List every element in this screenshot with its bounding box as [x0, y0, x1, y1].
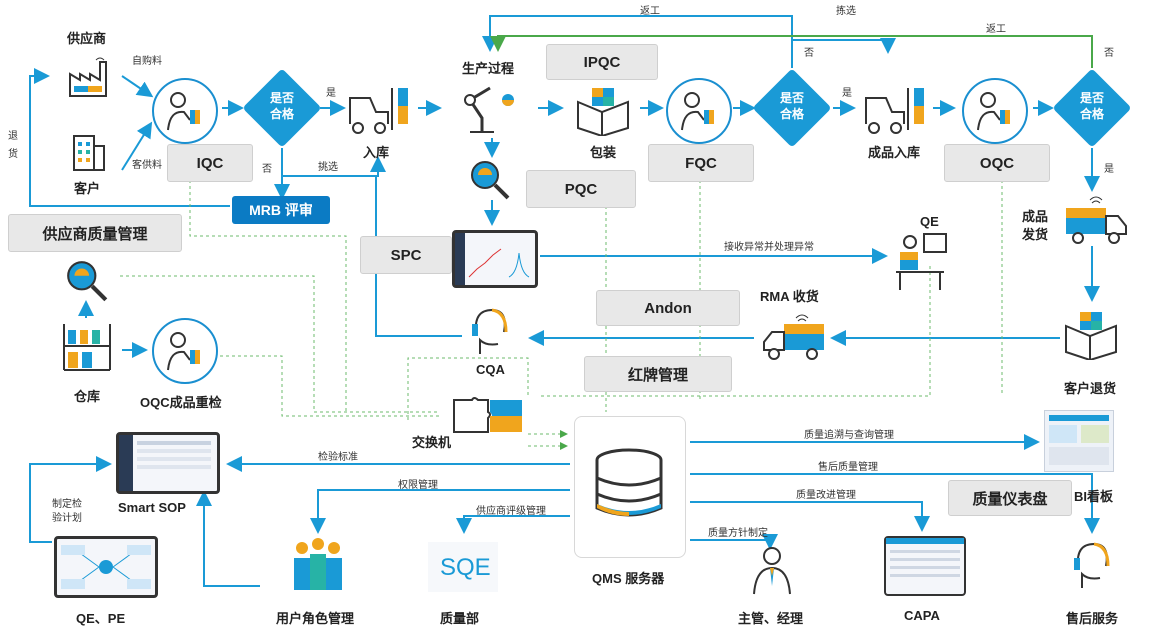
sqe-logo-text: SQE — [440, 554, 491, 581]
headset-agent-icon — [472, 308, 508, 354]
inspector-iqc-icon — [152, 78, 218, 144]
forklift-icon — [865, 88, 924, 134]
microscope-inspector-icon — [167, 332, 200, 371]
ipqc-box[interactable]: IPQC — [546, 44, 658, 80]
rma-label: RMA 收货 — [760, 289, 819, 304]
warehouse-shelf-icon — [63, 324, 111, 371]
team-icon — [294, 538, 342, 590]
user-roles-label: 用户角色管理 — [276, 611, 355, 626]
edge-label-pick-top: 拣选 — [836, 6, 856, 17]
edge-label-rework-top2: 返工 — [986, 24, 1006, 35]
puzzle-icon — [453, 397, 522, 433]
edge-label-rework-top1: 返工 — [640, 6, 660, 17]
warehouse-label: 仓库 — [74, 389, 101, 404]
finished-in-label: 成品入库 — [868, 145, 921, 160]
edge-label-no3: 否 — [1104, 48, 1114, 59]
bi-board-label: BI看板 — [1074, 489, 1114, 504]
manager-person-icon — [753, 547, 791, 595]
quality-dept-label: 质量部 — [440, 611, 480, 626]
qe-pe-label: QE、PE — [76, 611, 126, 626]
microscope-inspector-icon — [977, 92, 1010, 131]
decision-fqc: 是否 合格 — [752, 68, 832, 148]
finished-ship-label: 成品 发货 — [1022, 209, 1049, 242]
customer-label: 客户 — [74, 181, 101, 196]
cqa-label: CQA — [476, 362, 505, 377]
inspector-oqc-icon — [962, 78, 1028, 144]
production-label: 生产过程 — [462, 61, 515, 76]
customer-return-label: 客户退货 — [1064, 381, 1117, 396]
inspection-plan-tablet[interactable] — [54, 536, 158, 598]
supplier-label: 供应商 — [67, 31, 107, 46]
edge-label-receive-abnormal: 接收异常并处理异常 — [724, 242, 814, 253]
warehouse-in-label: 入库 — [363, 145, 390, 160]
iqc-box[interactable]: IQC — [167, 144, 253, 182]
edge-label-inspection-std: 检验标准 — [318, 452, 358, 463]
microscope-inspector-icon — [681, 92, 714, 131]
engineer-desk-icon — [896, 233, 947, 290]
edge-label-no2: 否 — [804, 48, 814, 59]
mrb-review-button[interactable]: MRB 评审 — [232, 196, 330, 224]
headset-agent-icon — [1074, 542, 1110, 588]
manager-label: 主管、经理 — [738, 611, 804, 626]
edge-label-supplier-rating: 供应商评级管理 — [476, 506, 546, 517]
edge-label-after-sales-mgmt: 售后质量管理 — [818, 462, 878, 473]
bi-board-screen[interactable] — [1044, 410, 1114, 472]
qe-label: QE — [920, 214, 939, 229]
delivery-truck-icon — [1066, 196, 1127, 244]
edge-label-self-purchase: 自购料 — [132, 56, 162, 67]
switch-label: 交换机 — [412, 435, 452, 450]
packaging-label: 包装 — [590, 145, 617, 160]
forklift-icon — [349, 88, 408, 134]
inspector-recheck-icon — [152, 318, 218, 384]
delivery-truck-icon — [763, 314, 824, 360]
edge-label-permission: 权限管理 — [398, 480, 438, 491]
edge-label-yes2: 是 — [842, 88, 852, 99]
sqe-logo — [428, 542, 498, 592]
decision-oqc: 是否 合格 — [1052, 68, 1132, 148]
supplier-quality-box[interactable]: 供应商质量管理 — [8, 214, 182, 252]
magnifier-icon — [471, 161, 510, 200]
qms-server-label: QMS 服务器 — [592, 571, 665, 586]
microscope-inspector-icon — [167, 92, 200, 131]
capa-label: CAPA — [904, 608, 940, 623]
edge-label-pick: 挑选 — [318, 162, 338, 173]
edge-label-yes1: 是 — [326, 88, 336, 99]
edge-label-trace: 质量追溯与查询管理 — [804, 430, 894, 441]
capa-screen[interactable] — [884, 536, 966, 596]
red-card-box[interactable]: 红牌管理 — [584, 356, 732, 392]
fqc-box[interactable]: FQC — [648, 144, 754, 182]
inspector-fqc-icon — [666, 78, 732, 144]
smart-sop-monitor[interactable] — [116, 432, 220, 494]
spc-box[interactable]: SPC — [360, 236, 452, 274]
spc-monitor-icon — [452, 230, 538, 288]
robot-arm-icon — [464, 86, 514, 133]
package-box-icon — [577, 88, 629, 136]
oqc-box[interactable]: OQC — [944, 144, 1050, 182]
oqc-recheck-label: OQC成品重检 — [140, 395, 222, 410]
after-sales-label: 售后服务 — [1066, 611, 1119, 626]
factory-icon — [69, 57, 107, 97]
dashboard-box[interactable]: 质量仪表盘 — [948, 480, 1072, 516]
monitor-chart-icon — [455, 233, 530, 285]
package-box-icon — [1065, 312, 1117, 360]
andon-box[interactable]: Andon — [596, 290, 740, 326]
edge-label-return-goods: 退 货 — [8, 131, 18, 160]
smart-sop-label: Smart SOP — [118, 500, 186, 515]
edge-label-yes3: 是 — [1104, 164, 1114, 175]
database-server-icon — [595, 448, 663, 517]
magnifier-icon — [67, 261, 108, 302]
edge-label-customer-supply: 客供料 — [132, 160, 162, 171]
mindmap-icon — [61, 545, 151, 589]
building-icon — [73, 135, 105, 171]
edge-label-policy: 质量方针制定 — [708, 528, 768, 539]
edge-label-improvement: 质量改进管理 — [796, 490, 856, 501]
pqc-box[interactable]: PQC — [526, 170, 636, 208]
decision-iqc: 是否 合格 — [242, 68, 322, 148]
edge-label-make-plan: 制定检 验计划 — [52, 499, 82, 524]
edge-label-no1: 否 — [262, 164, 272, 175]
